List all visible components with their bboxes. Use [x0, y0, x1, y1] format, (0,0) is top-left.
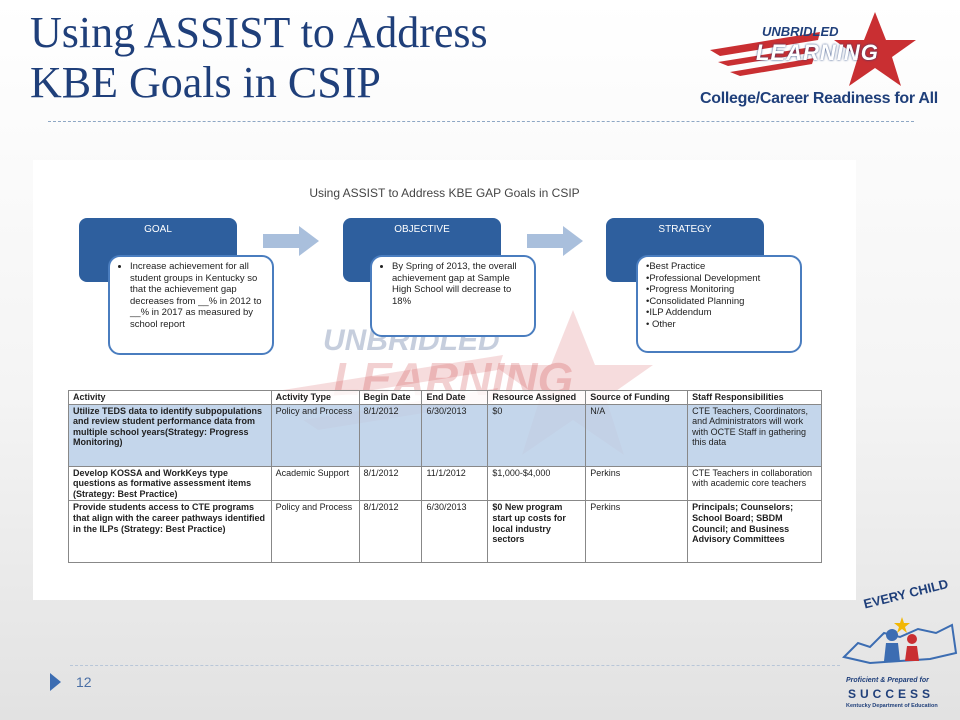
- goal-label: GOAL: [144, 224, 172, 235]
- star-swoosh-icon: [710, 12, 916, 86]
- cell-activity: Provide students access to CTE programs …: [68, 500, 272, 564]
- objective-text: By Spring of 2013, the overall achieveme…: [392, 261, 526, 307]
- header-end-date: End Date: [421, 390, 489, 405]
- cell-begin-date: 8/1/2012: [358, 500, 423, 564]
- every-child-subtitle: Proficient & Prepared for: [846, 677, 929, 684]
- logo-word-unbridled: UNBRIDLED: [762, 24, 839, 39]
- strategy-item: •Consolidated Planning: [646, 295, 745, 307]
- strategy-item: •Progress Monitoring: [646, 284, 735, 295]
- table-header-row: Activity Activity Type Begin Date End Da…: [68, 390, 822, 405]
- cell-staff: Principals; Counselors; School Board; SB…: [687, 500, 822, 564]
- objective-label: OBJECTIVE: [394, 224, 450, 235]
- diagram-title: Using ASSIST to Address KBE GAP Goals in…: [309, 186, 580, 200]
- cell-funding: N/A: [585, 403, 689, 467]
- logo-tagline: College/Career Readiness for All: [700, 90, 938, 107]
- table-row: Provide students access to CTE programs …: [68, 500, 822, 564]
- cell-end-date: 6/30/2013: [421, 403, 489, 467]
- strategy-item: •Best Practice: [646, 261, 706, 272]
- kentucky-children-icon: [842, 617, 958, 665]
- strategy-item: • Other: [646, 318, 676, 330]
- unbridled-learning-logo: UNBRIDLED LEARNING College/Career Readin…: [700, 10, 938, 118]
- header-source-of-funding: Source of Funding: [585, 390, 689, 405]
- logo-word-learning: LEARNING: [756, 40, 879, 65]
- cell-end-date: 11/1/2012: [421, 465, 489, 502]
- cell-activity-type: Policy and Process: [270, 403, 360, 467]
- strategy-item: •Professional Development: [646, 272, 761, 284]
- cell-funding: Perkins: [585, 500, 689, 564]
- cell-end-date: 6/30/2013: [421, 500, 489, 564]
- header-begin-date: Begin Date: [358, 390, 423, 405]
- content-image: UNBRIDLED LEARNING Using ASSIST to Addre…: [33, 160, 856, 600]
- every-child-success: SUCCESS: [848, 687, 935, 701]
- table-row: Develop KOSSA and WorkKeys type question…: [68, 465, 822, 502]
- cell-staff: CTE Teachers, Coordinators, and Administ…: [687, 403, 822, 467]
- cell-begin-date: 8/1/2012: [358, 465, 423, 502]
- goal-box: Increase achievement for all student gro…: [108, 255, 274, 355]
- page-number: 12: [76, 674, 92, 690]
- header-activity-type: Activity Type: [270, 390, 360, 405]
- strategy-item: •ILP Addendum: [646, 307, 712, 318]
- arrow-right-icon: [263, 226, 319, 256]
- table-row: Utilize TEDS data to identify subpopulat…: [68, 403, 822, 467]
- title-divider: [48, 121, 914, 122]
- activity-table: Activity Activity Type Begin Date End Da…: [68, 390, 822, 564]
- cell-resource: $0 New program start up costs for local …: [487, 500, 587, 564]
- cell-resource: $0: [487, 403, 587, 467]
- header-activity: Activity: [68, 390, 272, 405]
- objective-box: By Spring of 2013, the overall achieveme…: [370, 255, 536, 337]
- cell-activity: Utilize TEDS data to identify subpopulat…: [68, 403, 272, 467]
- cell-resource: $1,000-$4,000: [487, 465, 587, 502]
- cell-activity: Develop KOSSA and WorkKeys type question…: [68, 465, 272, 502]
- cell-activity-type: Policy and Process: [270, 500, 360, 564]
- title-line-2: KBE Goals in CSIP: [30, 58, 381, 107]
- cell-activity-type: Academic Support: [270, 465, 360, 502]
- every-child-department: Kentucky Department of Education: [846, 703, 938, 709]
- cell-staff: CTE Teachers in collaboration with acade…: [687, 465, 822, 502]
- every-child-logo: EVERY CHILD Proficient & Prepared for SU…: [840, 576, 958, 717]
- footer-divider: [70, 665, 840, 666]
- slide-title: Using ASSIST to Address KBE Goals in CSI…: [30, 8, 670, 108]
- title-line-1: Using ASSIST to Address: [30, 8, 488, 57]
- triangle-bullet-icon: [50, 673, 61, 691]
- header-staff-responsibilities: Staff Responsibilities: [687, 390, 822, 405]
- cell-funding: Perkins: [585, 465, 689, 502]
- strategy-label: STRATEGY: [658, 224, 712, 235]
- arrow-right-icon: [527, 226, 583, 256]
- strategy-box: •Best Practice •Professional Development…: [636, 255, 802, 353]
- header-resource-assigned: Resource Assigned: [487, 390, 587, 405]
- cell-begin-date: 8/1/2012: [358, 403, 423, 467]
- goal-text: Increase achievement for all student gro…: [130, 261, 264, 330]
